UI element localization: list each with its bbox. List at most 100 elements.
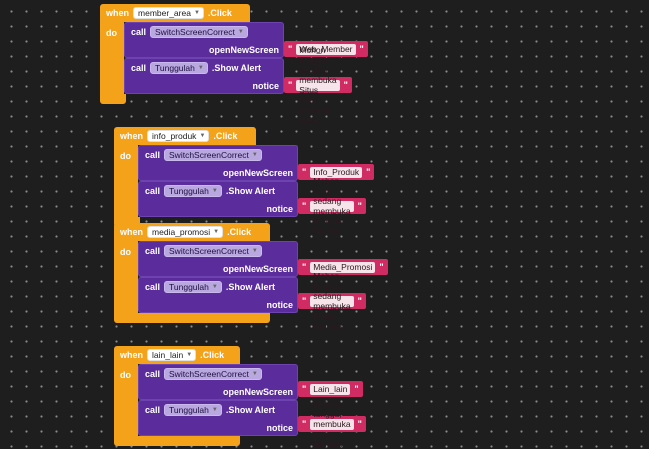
component-dropdown[interactable]: member_area▼ — [133, 7, 204, 19]
show-alert-label: .Show Alert — [225, 282, 275, 292]
open-new-screen-label: openNewScreen — [222, 264, 293, 274]
quote-open: " — [302, 384, 307, 394]
screen-name-string-block[interactable]: " Info_Produk " — [298, 164, 375, 180]
call-switch-screen-block[interactable]: call SwitchScreenCorrect▼ openNewScreen — [138, 145, 298, 181]
param-row: notice — [137, 296, 297, 314]
click-event-label: .Click — [207, 8, 232, 18]
event-header[interactable]: when member_area▼ .Click — [100, 4, 250, 22]
open-new-screen-label: openNewScreen — [222, 387, 293, 397]
call-header: call SwitchScreenCorrect▼ — [125, 23, 252, 41]
call-keyword: call — [145, 150, 161, 160]
notifier-dropdown[interactable]: Tunggulah▼ — [150, 62, 208, 74]
call-show-alert-block[interactable]: call Tunggulah▼ .Show Alert notice — [138, 277, 298, 313]
quote-open: " — [288, 80, 293, 90]
call-keyword: call — [145, 405, 161, 415]
param-row: openNewScreen — [137, 383, 297, 401]
notice-value[interactable]: Mohon tunggu, sedang membuka Situs Web M… — [296, 45, 340, 125]
call-header: call Tunggulah▼ .Show Alert — [139, 182, 275, 200]
show-alert-label: .Show Alert — [225, 186, 275, 196]
call-header: call Tunggulah▼ .Show Alert — [139, 401, 275, 419]
event-header[interactable]: when info_produk▼ .Click — [114, 127, 256, 145]
param-row: notice — [137, 419, 297, 437]
screen-name-string-block[interactable]: " Web_Member " — [284, 41, 368, 57]
quote-close: " — [354, 384, 359, 394]
call-show-alert-block[interactable]: call Tunggulah▼ .Show Alert notice — [138, 181, 298, 217]
notice-value[interactable]: Mohon tunggu, sedang membuka Informasi P… — [310, 176, 354, 236]
event-body-rail — [100, 22, 124, 94]
screen-name-value[interactable]: Lain_lain — [310, 383, 351, 395]
component-dropdown[interactable]: lain_lain▼ — [147, 349, 197, 361]
procedure-dropdown[interactable]: SwitchScreenCorrect▼ — [164, 368, 262, 380]
call-keyword: call — [145, 246, 161, 256]
when-keyword: when — [106, 8, 130, 18]
chevron-down-icon: ▼ — [211, 284, 218, 290]
param-row: notice — [123, 77, 283, 95]
param-row: notice — [137, 200, 297, 218]
chevron-down-icon: ▼ — [251, 248, 258, 254]
quote-close: " — [357, 201, 362, 211]
when-keyword: when — [120, 227, 144, 237]
do-keyword: do — [120, 247, 131, 257]
chevron-down-icon: ▼ — [237, 29, 244, 35]
call-keyword: call — [145, 369, 161, 379]
call-header: call SwitchScreenCorrect▼ — [139, 365, 266, 383]
notice-label: notice — [266, 204, 293, 214]
notice-string-block[interactable]: " Mohon tunggu, sedang membuka Informasi… — [298, 176, 366, 236]
chevron-down-icon: ▼ — [186, 352, 193, 358]
quote-close: " — [343, 80, 348, 90]
screen-name-string-block[interactable]: " Media_Promosi " — [298, 259, 388, 275]
quote-open: " — [302, 296, 307, 306]
procedure-dropdown[interactable]: SwitchScreenCorrect▼ — [164, 245, 262, 257]
notifier-dropdown[interactable]: Tunggulah▼ — [164, 185, 222, 197]
quote-open: " — [302, 167, 307, 177]
call-keyword: call — [145, 282, 161, 292]
call-switch-screen-block[interactable]: call SwitchScreenCorrect▼ openNewScreen — [138, 364, 298, 400]
event-footer — [100, 94, 126, 104]
call-keyword: call — [131, 63, 147, 73]
event-header[interactable]: when media_promosi▼ .Click — [114, 223, 270, 241]
procedure-dropdown[interactable]: SwitchScreenCorrect▼ — [164, 149, 262, 161]
event-header[interactable]: when lain_lain▼ .Click — [114, 346, 240, 364]
chevron-down-icon: ▼ — [197, 65, 204, 71]
call-keyword: call — [131, 27, 147, 37]
when-keyword: when — [120, 350, 144, 360]
screen-name-string-block[interactable]: " Lain_lain " — [298, 381, 363, 397]
open-new-screen-label: openNewScreen — [208, 45, 279, 55]
notice-value[interactable]: Mohon tunggu, membuka menu lain-lain — [310, 399, 354, 449]
quote-close: " — [357, 296, 362, 306]
chevron-down-icon: ▼ — [211, 407, 218, 413]
quote-open: " — [302, 262, 307, 272]
quote-close: " — [357, 419, 362, 429]
event-body-rail — [114, 241, 138, 313]
show-alert-label: .Show Alert — [211, 63, 261, 73]
notice-string-block[interactable]: " Mohon tunggu, sedang membuka Situs Web… — [284, 45, 352, 125]
call-header: call Tunggulah▼ .Show Alert — [125, 59, 261, 77]
notice-string-block[interactable]: " Mohon tunggu, sedang membuka Media Pro… — [298, 271, 366, 331]
notice-value[interactable]: Mohon tunggu, sedang membuka Media Promo… — [310, 271, 354, 331]
call-header: call Tunggulah▼ .Show Alert — [139, 278, 275, 296]
chevron-down-icon: ▼ — [251, 152, 258, 158]
call-show-alert-block[interactable]: call Tunggulah▼ .Show Alert notice — [138, 400, 298, 436]
component-dropdown[interactable]: media_promosi▼ — [147, 226, 224, 238]
component-dropdown[interactable]: info_produk▼ — [147, 130, 210, 142]
screen-name-value[interactable]: Web_Member — [296, 43, 356, 55]
call-show-alert-block[interactable]: call Tunggulah▼ .Show Alert notice — [124, 58, 284, 94]
chevron-down-icon: ▼ — [213, 229, 220, 235]
procedure-dropdown[interactable]: SwitchScreenCorrect▼ — [150, 26, 248, 38]
param-row: openNewScreen — [137, 164, 297, 182]
notice-string-block[interactable]: " Mohon tunggu, membuka menu lain-lain " — [298, 399, 366, 449]
chevron-down-icon: ▼ — [211, 188, 218, 194]
screen-name-value[interactable]: Media_Promosi — [310, 261, 376, 273]
call-switch-screen-block[interactable]: call SwitchScreenCorrect▼ openNewScreen — [138, 241, 298, 277]
do-keyword: do — [120, 151, 131, 161]
click-event-label: .Click — [213, 131, 238, 141]
quote-close: " — [366, 167, 371, 177]
chevron-down-icon: ▼ — [199, 133, 206, 139]
chevron-down-icon: ▼ — [251, 371, 258, 377]
notifier-dropdown[interactable]: Tunggulah▼ — [164, 404, 222, 416]
show-alert-label: .Show Alert — [225, 405, 275, 415]
screen-name-value[interactable]: Info_Produk — [310, 166, 363, 178]
notice-label: notice — [266, 423, 293, 433]
notifier-dropdown[interactable]: Tunggulah▼ — [164, 281, 222, 293]
call-switch-screen-block[interactable]: call SwitchScreenCorrect▼ openNewScreen — [124, 22, 284, 58]
